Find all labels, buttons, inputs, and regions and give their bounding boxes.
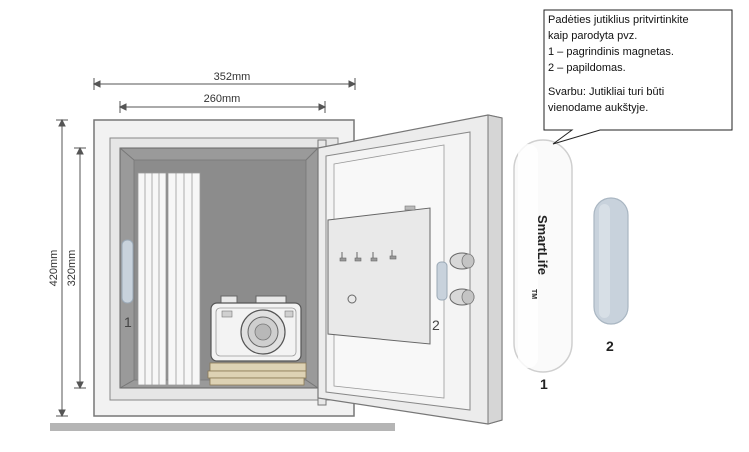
floor-shadow <box>50 423 395 431</box>
height-dimension-inner <box>74 146 86 390</box>
sensor-1-safe-label: 1 <box>124 314 132 330</box>
height-dimension-outer <box>56 118 68 418</box>
book-stack <box>207 362 307 386</box>
callout-bubble <box>543 9 733 145</box>
callout-gap <box>548 76 718 84</box>
height-inner-label: 320mm <box>66 250 78 287</box>
sensor-2-on-safe <box>436 261 448 301</box>
door-bolts <box>449 252 475 306</box>
sensor-1-label: 1 <box>540 376 548 392</box>
width-dimension-outer <box>92 78 357 90</box>
safe-door <box>317 114 503 425</box>
sensor-brand-tm: TM <box>530 289 537 299</box>
door-pocket-panel <box>327 207 431 345</box>
callout-line-1: Padėties jutiklius pritvirtinkite <box>548 14 689 26</box>
sensor-2-safe-label: 2 <box>432 317 440 333</box>
sensor-1-main-unit: SmartLife TM <box>513 139 573 373</box>
width-dimension-inner <box>118 101 327 113</box>
callout-line-3: 1 – pagrindinis magnetas. <box>548 46 674 58</box>
callout-text: Padėties jutiklius pritvirtinkite kaip p… <box>548 12 718 116</box>
sensor-1-on-safe <box>121 239 134 304</box>
callout-line-4: 2 – papildomas. <box>548 62 626 74</box>
width-outer-label: 352mm <box>214 71 251 83</box>
height-outer-label: 420mm <box>48 250 60 287</box>
sensor-2-small-unit <box>593 197 629 325</box>
document-folders <box>137 172 201 386</box>
sensor-brand-name: SmartLife <box>535 215 550 275</box>
callout-line-2: kaip parodyta pvz. <box>548 30 638 42</box>
width-inner-label: 260mm <box>204 93 241 105</box>
sensor-2-label: 2 <box>606 338 614 354</box>
camera <box>210 295 302 362</box>
callout-line-6: vienodame aukštyje. <box>548 102 649 114</box>
door-lock-hole <box>347 294 357 304</box>
callout-line-5: Svarbu: Jutikliai turi būti <box>548 86 665 98</box>
